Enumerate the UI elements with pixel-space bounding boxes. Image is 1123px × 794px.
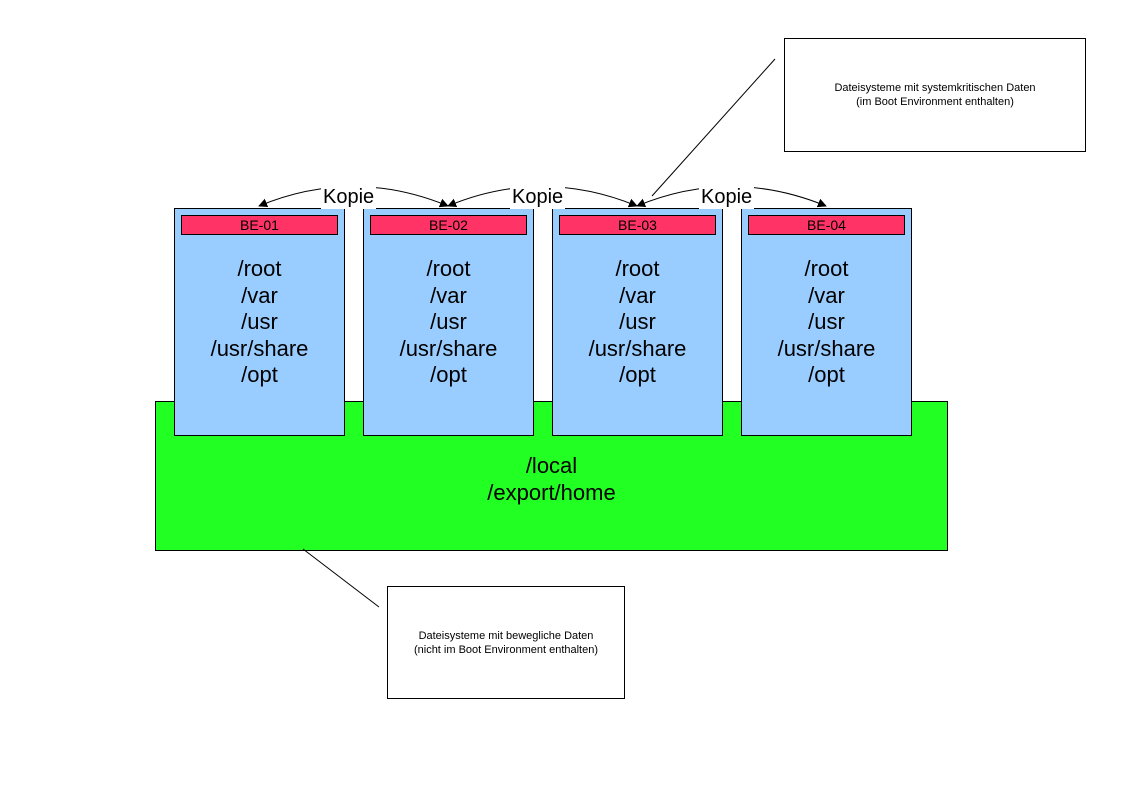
note-movable-line2: (nicht im Boot Environment enthalten) [413, 643, 599, 656]
boot-environment-be03: BE-03 /root /var /usr /usr/share /opt [552, 208, 723, 436]
be-filesystem-list: /root /var /usr /usr/share /opt [742, 256, 911, 389]
callout-line-critical [651, 58, 776, 197]
copy-label: Kopie [699, 185, 755, 209]
be-label: BE-02 [370, 215, 527, 235]
shared-filesystem-export-home: /export/home [487, 480, 616, 505]
note-movable-data: Dateisysteme mit bewegliche Daten (nicht… [387, 586, 625, 699]
filesystem-opt: /opt [241, 362, 278, 388]
filesystem-usr-share: /usr/share [399, 335, 498, 361]
callout-line-movable [302, 548, 380, 608]
boot-environment-be01: BE-01 /root /var /usr /usr/share /opt [174, 208, 345, 436]
copy-label: Kopie [321, 185, 377, 209]
boot-environment-be02: BE-02 /root /var /usr /usr/share /opt [363, 208, 534, 436]
filesystem-root: /root [237, 256, 282, 281]
filesystem-usr: /usr [241, 309, 278, 335]
shared-filesystem-list: /local /export/home [156, 452, 947, 506]
filesystem-usr-share: /usr/share [777, 335, 876, 361]
filesystem-opt: /opt [619, 362, 656, 388]
filesystem-usr-share: /usr/share [588, 335, 687, 361]
be-filesystem-list: /root /var /usr /usr/share /opt [553, 256, 722, 389]
filesystem-var: /var [619, 282, 656, 308]
filesystem-root: /root [615, 256, 660, 281]
be-label: BE-04 [748, 215, 905, 235]
filesystem-usr: /usr [619, 309, 656, 335]
be-filesystem-list: /root /var /usr /usr/share /opt [175, 256, 344, 389]
shared-filesystem-local: /local [525, 453, 578, 478]
be-label: BE-01 [181, 215, 338, 235]
filesystem-usr: /usr [808, 309, 845, 335]
copy-label: Kopie [510, 185, 566, 209]
filesystem-opt: /opt [808, 362, 845, 388]
be-filesystem-list: /root /var /usr /usr/share /opt [364, 256, 533, 389]
filesystem-root: /root [426, 256, 471, 281]
filesystem-usr-share: /usr/share [210, 335, 309, 361]
filesystem-var: /var [430, 282, 467, 308]
be-label: BE-03 [559, 215, 716, 235]
filesystem-root: /root [804, 256, 849, 281]
note-movable-line1: Dateisysteme mit bewegliche Daten [418, 629, 594, 642]
filesystem-usr: /usr [430, 309, 467, 335]
note-critical-data: Dateisysteme mit systemkritischen Daten … [784, 38, 1086, 152]
boot-environment-be04: BE-04 /root /var /usr /usr/share /opt [741, 208, 912, 436]
filesystem-var: /var [241, 282, 278, 308]
filesystem-opt: /opt [430, 362, 467, 388]
note-critical-line1: Dateisysteme mit systemkritischen Daten [834, 82, 1036, 94]
filesystem-var: /var [808, 282, 845, 308]
note-critical-line2: (im Boot Environment enthalten) [856, 96, 1014, 108]
